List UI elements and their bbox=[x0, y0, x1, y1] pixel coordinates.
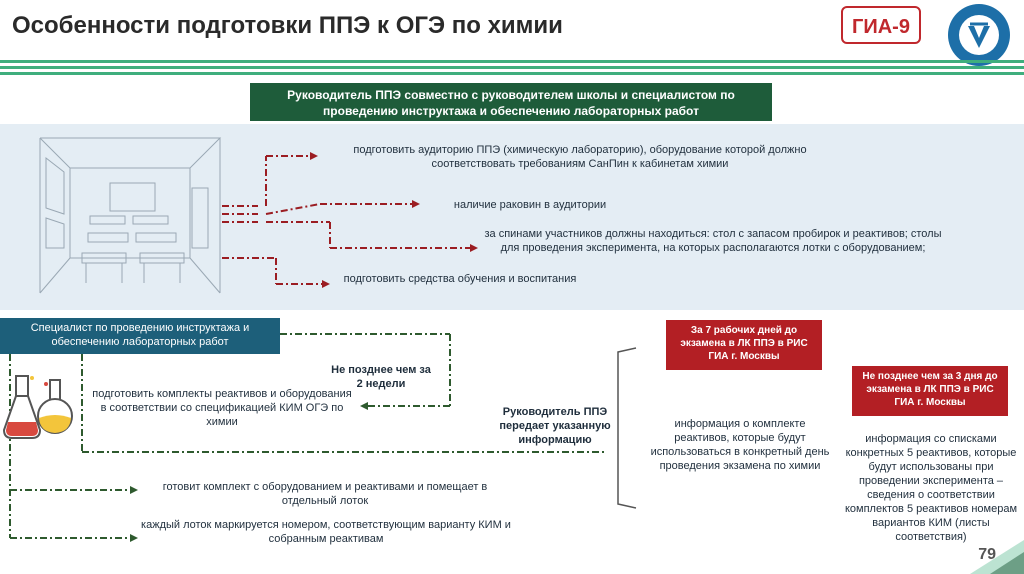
prepare-means-text: подготовить средства обучения и воспитан… bbox=[330, 272, 590, 286]
head-of-ppe-box: Руководитель ППЭ совместно с руководител… bbox=[250, 83, 772, 121]
prepare-auditorium-text: подготовить аудиторию ППЭ (химическую ла… bbox=[320, 143, 840, 171]
lists-info-text: информация со списками конкретных 5 реак… bbox=[838, 432, 1024, 544]
behind-participants-text: за спинами участников должны находиться:… bbox=[478, 227, 948, 255]
page-number: 79 bbox=[978, 546, 996, 564]
tray-marked-text: каждый лоток маркируется номером, соотве… bbox=[140, 518, 512, 546]
kit-info-text: информация о комплекте реактивов, которы… bbox=[650, 417, 830, 473]
flasks-icon bbox=[2, 372, 82, 444]
page-title: Особенности подготовки ППЭ к ОГЭ по хими… bbox=[12, 12, 563, 40]
gia-badge: ГИА-9 bbox=[841, 6, 921, 44]
logo-emblem bbox=[946, 2, 1012, 68]
bracket bbox=[608, 346, 638, 510]
prepares-set-text: готовит комплект с оборудованием и реакт… bbox=[140, 480, 510, 508]
deadline-3days-box: Не позднее чем за 3 дня до экзамена в ЛК… bbox=[852, 366, 1008, 416]
deadline-7days-box: За 7 рабочих дней до экзамена в ЛК ППЭ в… bbox=[666, 320, 822, 370]
header-stripes bbox=[0, 60, 1024, 80]
sinks-text: наличие раковин в аудитории bbox=[425, 198, 635, 212]
prepare-kits-text: подготовить комплекты реактивов и оборуд… bbox=[92, 387, 352, 429]
head-transfers-info: Руководитель ППЭ передает указанную инфо… bbox=[490, 405, 620, 447]
